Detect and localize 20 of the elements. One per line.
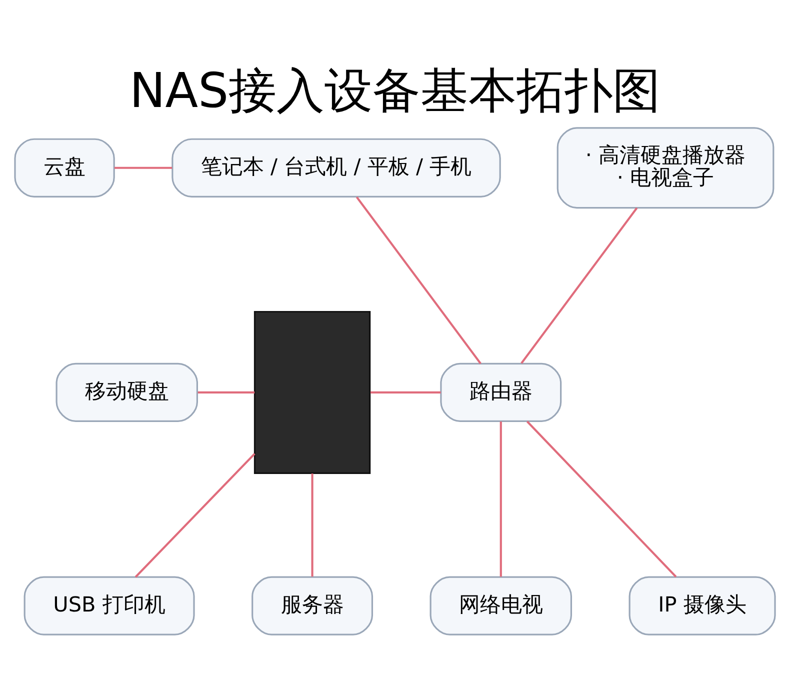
connector [520,206,638,364]
connector [526,420,677,577]
node-box: 网络电视 [430,576,572,635]
node-box: 服务器 [252,576,374,635]
connector [370,390,441,393]
connector [198,390,255,393]
node-box: 移动硬盘 [56,362,198,422]
diagram-title: NAS接入设备基本拓扑图 [129,62,661,119]
connector [500,421,502,576]
node-box: IP 摄像头 [628,576,776,635]
node-box: 云盘 [14,138,115,197]
node-box: USB 打印机 [24,576,195,635]
connector [134,452,256,578]
connector [311,473,314,576]
connector [114,166,172,168]
node-box: 路由器 [440,362,562,422]
node-box: · 高清硬盘播放器 · 电视盒子 [556,126,774,208]
node-box [254,310,371,474]
connector [356,196,482,364]
node-box: 笔记本 / 台式机 / 平板 / 手机 [172,138,501,197]
